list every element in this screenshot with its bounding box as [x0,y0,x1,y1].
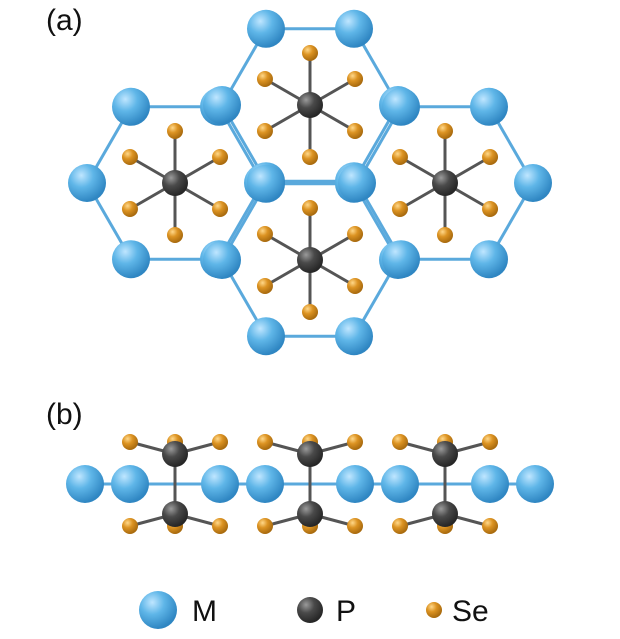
panel-b-side-view [66,434,554,534]
se-atom [167,227,183,243]
se-atom [256,226,273,242]
se-atom [482,149,499,165]
se-atom [391,201,408,217]
p-atom [162,501,188,527]
se-atom [482,201,499,217]
se-atom [482,434,498,450]
p-atom [162,441,188,467]
m-atom [381,465,419,503]
se-atom [302,149,318,165]
panel-a-label: (a) [46,4,83,37]
legend-m-label: M [192,595,217,628]
se-atom [121,149,138,165]
m-atom [338,164,376,202]
se-atom [256,278,273,294]
se-atom [256,71,273,87]
se-atom [302,304,318,320]
se-atom [392,434,408,450]
m-atom [470,240,508,279]
se-atom [167,123,183,139]
legend-m-swatch [139,591,177,629]
se-atom [392,518,408,534]
p-atom [432,170,458,196]
m-atom [336,465,374,503]
legend-p-label: P [336,595,356,628]
p-atom [297,501,323,527]
m-atom [514,164,552,202]
se-atom [482,518,498,534]
legend-se-label: Se [452,595,489,628]
se-atom [347,71,364,87]
se-atom [122,518,138,534]
m-atom [68,164,106,202]
se-atom [347,434,363,450]
m-atom [201,465,239,503]
panel-a-atoms [68,9,552,356]
se-atom [302,45,318,61]
m-atom [112,87,150,126]
p-atom [162,170,188,196]
m-atom [203,241,241,279]
se-atom [347,123,364,139]
se-atom [347,518,363,534]
legend-se-swatch [426,602,442,618]
m-atom [246,465,284,503]
p-atom [297,441,323,467]
m-atom [335,9,373,48]
se-atom [347,278,364,294]
p-atom [432,501,458,527]
p-atom [297,92,323,118]
se-atom [302,200,318,216]
m-atom [112,240,150,279]
p-atom [297,247,323,273]
se-atom [437,227,453,243]
legend-item-p: P [297,595,356,628]
legend-item-m: M [139,591,217,629]
m-atom [203,86,241,124]
se-atom [347,226,364,242]
panel-b-atoms [66,434,554,534]
m-atom [247,9,285,48]
m-atom [382,87,420,126]
m-atom [471,465,509,503]
p-atom [432,441,458,467]
se-atom [212,434,228,450]
m-atom [111,465,149,503]
m-atom [470,87,508,126]
se-atom [257,518,273,534]
legend: M P Se [139,591,489,629]
panel-a-top-view [68,9,552,356]
legend-p-swatch [297,597,323,623]
se-atom [212,201,229,217]
m-atom [66,465,104,503]
m-atom [247,164,285,203]
se-atom [437,123,453,139]
se-atom [212,149,229,165]
legend-item-se: Se [426,595,489,628]
se-atom [256,123,273,139]
m-atom [335,317,373,356]
m-atom [247,317,285,356]
m-atom [516,465,554,503]
se-atom [257,434,273,450]
se-atom [212,518,228,534]
m-atom [382,240,420,279]
se-atom [121,201,138,217]
panel-a-bonds [85,27,535,338]
se-atom [391,149,408,165]
panel-b-label: (b) [46,398,83,431]
se-atom [122,434,138,450]
